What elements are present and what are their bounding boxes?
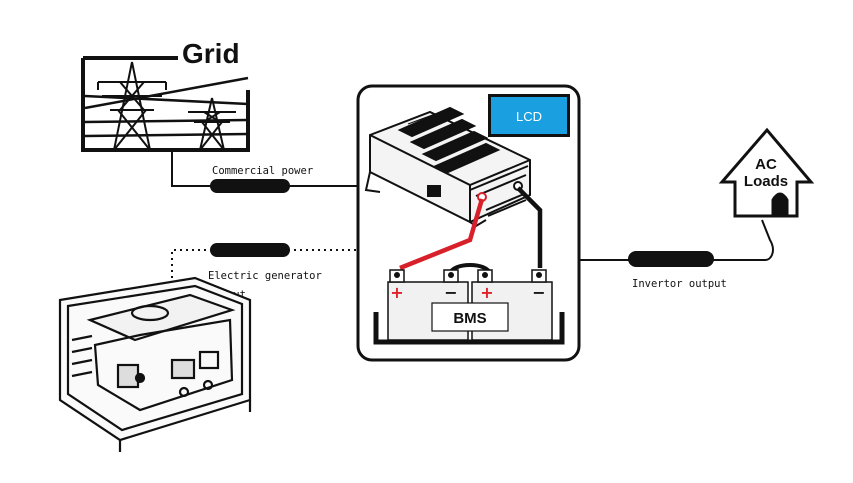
bms-box <box>431 302 509 332</box>
grid-tower-illustration <box>81 56 250 152</box>
generator-illustration <box>58 276 252 452</box>
commercial-power-cable <box>171 150 358 193</box>
grid-title: Grid <box>182 38 240 69</box>
inverter-unit-illustration <box>364 106 531 228</box>
svg-text:−: − <box>532 283 545 302</box>
generator-cable <box>171 243 358 290</box>
bms-label: BMS <box>453 310 486 327</box>
svg-text:+: + <box>390 283 403 302</box>
lcd-display: LCD <box>488 94 570 137</box>
svg-text:−: − <box>444 283 457 302</box>
ac-loads-house-icon <box>718 127 815 218</box>
ac-label: AC <box>755 156 777 173</box>
commercial-power-label: Commercial power <box>212 165 313 177</box>
negative-wire <box>516 186 543 268</box>
generator-label-line1: Electric generator <box>208 270 322 282</box>
positive-wire <box>399 198 485 271</box>
lcd-label: LCD <box>516 109 542 124</box>
invertor-output-label: Invertor output <box>632 278 727 290</box>
invertor-output-cable <box>580 219 774 267</box>
svg-text:+: + <box>480 283 493 302</box>
loads-label: Loads <box>744 173 788 190</box>
